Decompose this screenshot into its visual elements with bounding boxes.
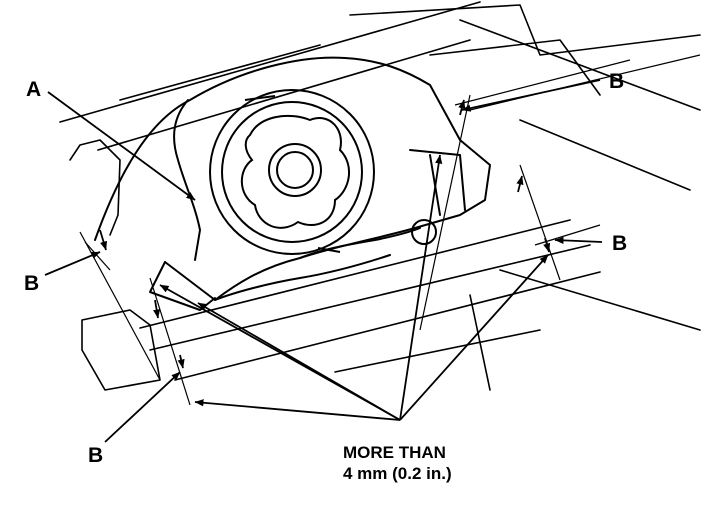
note-line-2: 4 mm (0.2 in.) [343, 464, 452, 483]
callout-label-b-bottom-left: B [88, 444, 103, 467]
callout-label-b-left: B [24, 272, 39, 295]
callout-label-b-top-right: B [609, 70, 624, 93]
callout-leaders [44, 79, 603, 443]
measurement-guide-lines [79, 54, 701, 406]
rocker-arm-body [94, 56, 491, 311]
callout-label-a: A [26, 78, 41, 101]
rocker-roller [209, 89, 375, 255]
callout-label-b-right: B [612, 232, 627, 255]
background-structure [59, 1, 701, 391]
dimension-arrows [99, 99, 551, 369]
contact-point-circle [411, 219, 437, 245]
note-line-1: MORE THAN [343, 443, 446, 462]
